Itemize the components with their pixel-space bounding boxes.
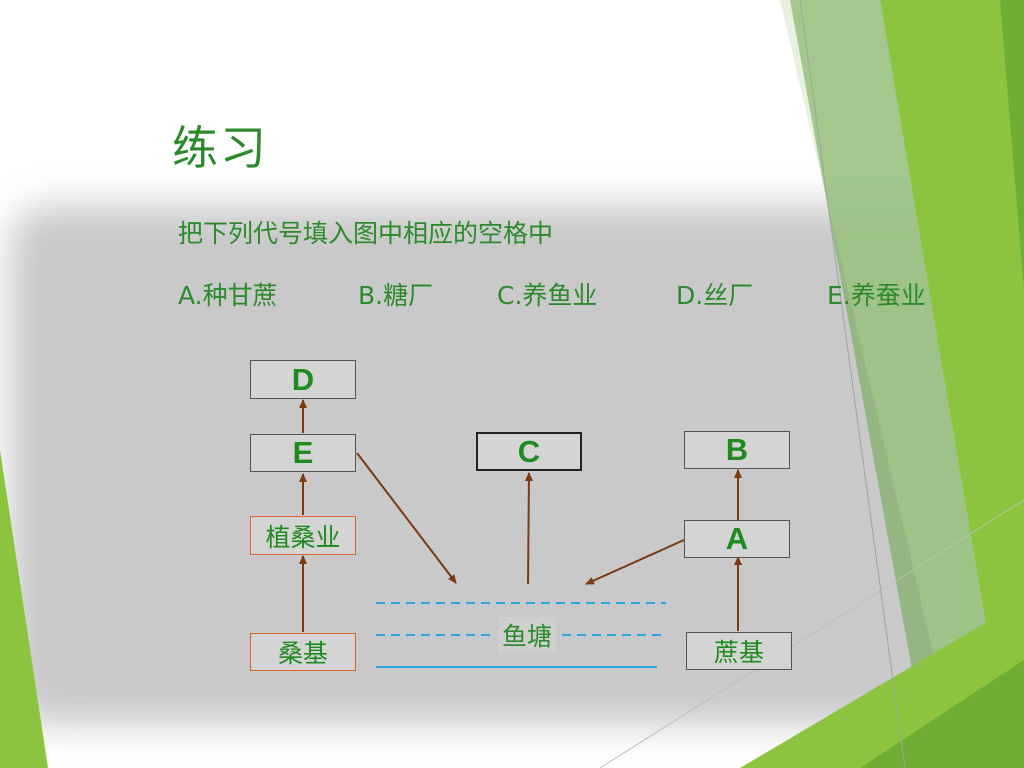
arrow-pond-to-c [524,472,533,585]
box-c: C [476,432,582,471]
page-title: 练习 [172,121,268,175]
box-sugarcane-base: 蔗基 [686,632,792,670]
option-b: B.糖厂 [358,281,434,310]
box-b: B [684,431,790,469]
fish-pond-label: 鱼塘 [498,617,557,653]
box-mulberry-industry: 植桑业 [250,516,356,555]
box-a: A [684,520,790,558]
option-d: D.丝厂 [676,281,754,310]
fish-pond-lines [376,602,666,668]
box-e: E [250,434,356,472]
arrow-e-to-pond [356,452,457,584]
instruction-text: 把下列代号填入图中相应的空格中 [178,219,554,248]
box-mulberry-base: 桑基 [250,633,356,671]
option-a: A.种甘蔗 [178,281,278,310]
option-e: E.养蚕业 [827,281,926,310]
arrow-a-to-pond [585,539,685,585]
box-d: D [250,360,356,399]
option-c: C.养鱼业 [497,281,598,310]
